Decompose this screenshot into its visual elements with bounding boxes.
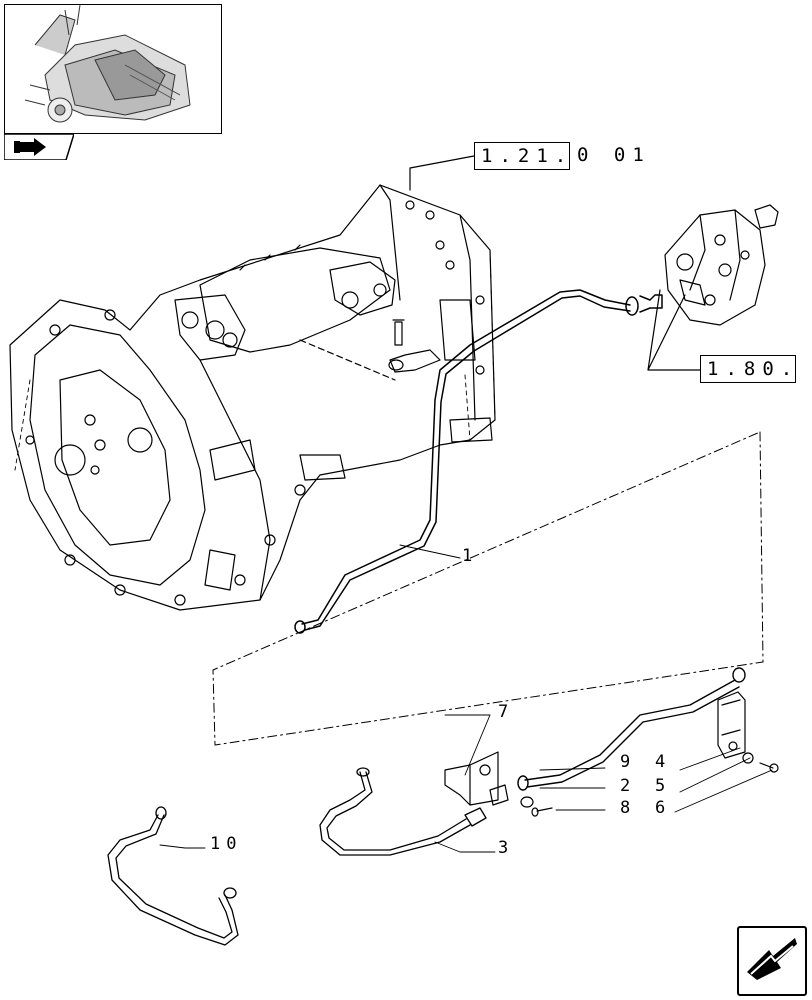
section-reference-box[interactable]: 1.21.: [474, 142, 570, 170]
callout-3: 3: [498, 838, 509, 858]
transmission-housing: [9, 184, 496, 611]
callout-1: 1: [462, 546, 473, 566]
callout-8: 8: [620, 798, 631, 818]
washer-2: [520, 796, 534, 808]
bolt-6: [759, 762, 779, 773]
callout-7: 7: [498, 702, 509, 722]
callout-2: 2: [620, 776, 631, 796]
hose-3: [319, 767, 487, 856]
callout-6: 6: [655, 798, 666, 818]
tractor-transmission-thumbnail: [24, 4, 191, 123]
section-reference-tail: 0 01: [577, 144, 651, 166]
hose-10: [107, 806, 239, 946]
pipe-1: [294, 289, 663, 634]
callout-4: 4: [655, 752, 666, 772]
bolt-8: [531, 807, 553, 817]
valve-reference-box[interactable]: 1.80.: [700, 355, 796, 383]
housing-bolt-clamp: [299, 319, 441, 381]
callout-5: 5: [655, 776, 666, 796]
next-page-arrow-icon: [747, 938, 797, 980]
pipe-9: [517, 667, 746, 791]
overview-thumbnail[interactable]: [4, 4, 222, 134]
thumbnail-tab[interactable]: [3, 133, 76, 161]
bracket-7: [444, 751, 509, 806]
next-page-button[interactable]: [737, 926, 807, 996]
callout-9: 9: [620, 752, 631, 772]
callout-10: 10: [210, 834, 243, 854]
clamp-4: [717, 691, 746, 759]
washer-5: [742, 752, 754, 764]
control-valve: [664, 204, 779, 326]
